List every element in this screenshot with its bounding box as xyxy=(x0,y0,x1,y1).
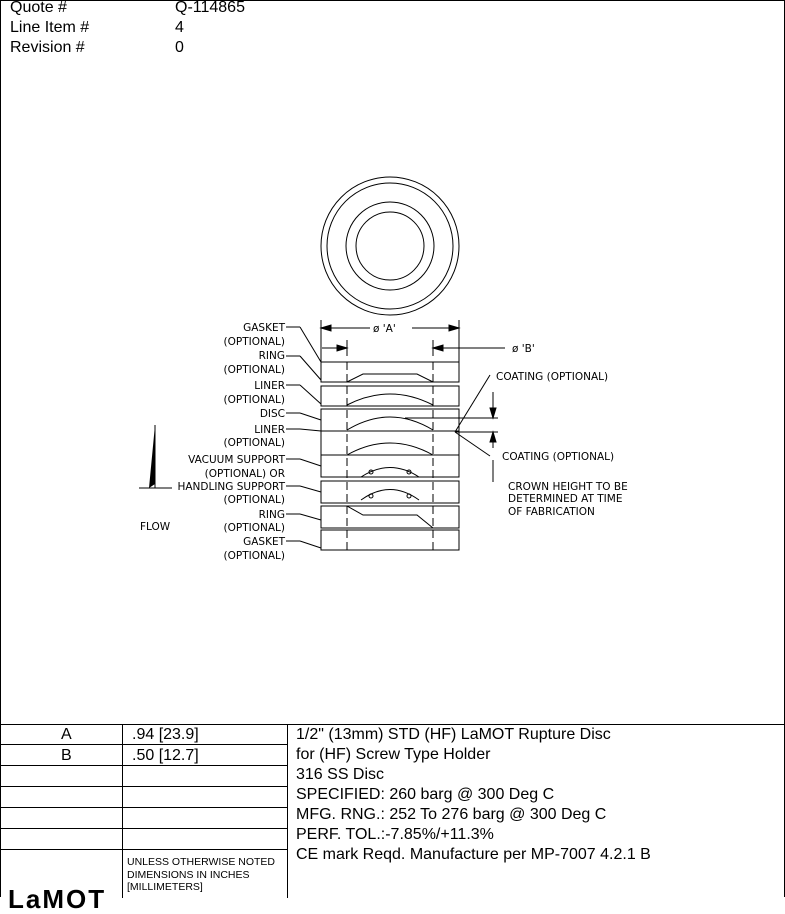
dim-b-label: ø 'B' xyxy=(512,343,535,355)
quote-value: Q-114865 xyxy=(175,0,245,16)
lbl-liner-bottom: LINER xyxy=(254,424,285,436)
units-note-line-2: DIMENSIONS IN INCHES xyxy=(127,868,250,881)
crown-note-line-2: DETERMINED AT TIME xyxy=(508,493,622,505)
spec-table xyxy=(0,724,785,898)
lbl-optional: (OPTIONAL) xyxy=(224,394,285,406)
line-item-value: 4 xyxy=(175,19,184,36)
lbl-optional-or: (OPTIONAL) OR xyxy=(205,468,285,480)
flow-arrow-icon xyxy=(149,425,155,488)
lbl-optional: (OPTIONAL) xyxy=(224,494,285,506)
lbl-liner-top: LINER xyxy=(254,380,285,392)
row-a-key: A xyxy=(61,726,72,743)
lbl-ring-top: RING xyxy=(259,350,285,362)
lbl-vacuum-support: VACUUM SUPPORT xyxy=(188,454,285,466)
lbl-gasket-bottom: GASKET xyxy=(243,536,286,548)
lbl-disc: DISC xyxy=(260,408,285,420)
flow-label: FLOW xyxy=(140,521,171,533)
lbl-optional: (OPTIONAL) xyxy=(224,522,285,534)
outer-inner-circle xyxy=(326,182,454,310)
dim-a-label: ø 'A' xyxy=(373,323,396,335)
row-a-value: .94 [23.9] xyxy=(132,726,199,743)
desc-line-1: 1/2" (13mm) STD (HF) LaMOT Rupture Disc xyxy=(296,726,611,743)
crown-note-line-1: CROWN HEIGHT TO BE xyxy=(508,481,628,493)
rupture-disc-drawing: ø 'A' ø 'B' FLOW GASKET (OPTIONAL) RING … xyxy=(139,176,628,562)
desc-line-3: 316 SS Disc xyxy=(296,766,385,783)
revision-value: 0 xyxy=(175,39,184,56)
lbl-handling-support: HANDLING SUPPORT xyxy=(177,481,285,493)
desc-line-2: for (HF) Screw Type Holder xyxy=(296,746,491,763)
desc-line-4: SPECIFIED: 260 barg @ 300 Deg C xyxy=(296,786,555,803)
desc-line-6: PERF. TOL.:-7.85%/+11.3% xyxy=(296,826,494,843)
lbl-gasket-top: GASKET xyxy=(243,322,286,334)
company-logo: LaMOT xyxy=(8,884,107,914)
middle-circle xyxy=(345,201,435,291)
line-item-label: Line Item # xyxy=(10,19,90,36)
revision-label: Revision # xyxy=(10,39,85,56)
desc-line-5: MFG. RNG.: 252 To 276 barg @ 300 Deg C xyxy=(296,806,607,823)
row-b-key: B xyxy=(61,747,72,764)
row-b-value: .50 [12.7] xyxy=(132,747,199,764)
lbl-ring-bottom: RING xyxy=(259,509,285,521)
inner-circle xyxy=(355,211,425,281)
desc-line-7: CE mark Reqd. Manufacture per MP-7007 4.… xyxy=(296,846,651,863)
lbl-optional: (OPTIONAL) xyxy=(224,437,285,449)
units-note-line-3: [MILLIMETERS] xyxy=(127,881,203,893)
coating-top-label: COATING (OPTIONAL) xyxy=(496,371,608,383)
quote-label: Quote # xyxy=(10,0,67,16)
lbl-optional: (OPTIONAL) xyxy=(224,336,285,348)
lbl-optional: (OPTIONAL) xyxy=(224,364,285,376)
units-note-line-1: UNLESS OTHERWISE NOTED xyxy=(127,856,275,868)
coating-bottom-label: COATING (OPTIONAL) xyxy=(502,451,614,463)
outer-circle xyxy=(320,176,460,316)
units-note: UNLESS OTHERWISE NOTED DIMENSIONS IN INC… xyxy=(127,856,275,894)
crown-note-line-3: OF FABRICATION xyxy=(508,506,595,518)
lbl-optional: (OPTIONAL) xyxy=(224,550,285,562)
